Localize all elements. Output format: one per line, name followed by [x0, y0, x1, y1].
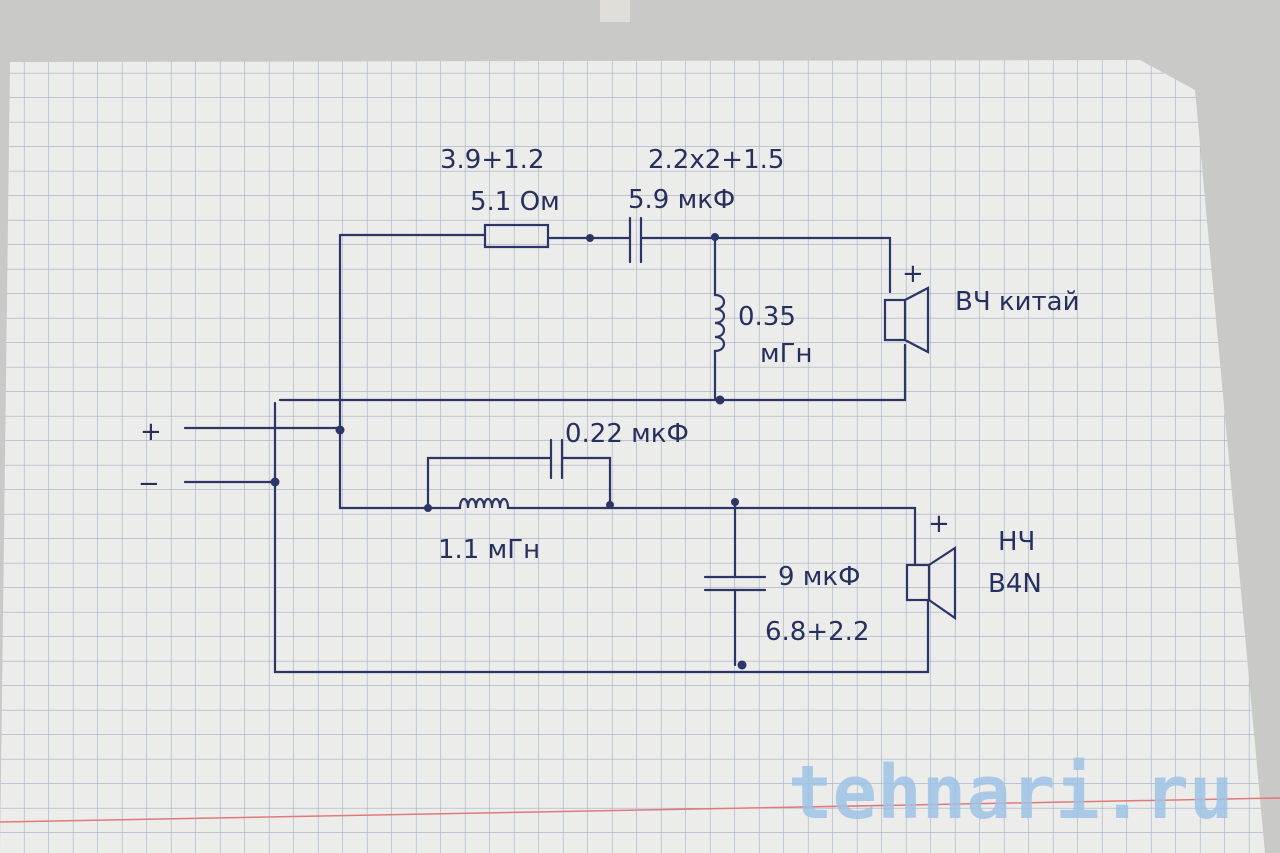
- resistor-formula-label: 3.9+1.2: [440, 145, 544, 175]
- tweeter-polarity-label: +: [902, 259, 924, 289]
- parallel-capacitor-label: 0.22 мкФ: [565, 419, 689, 449]
- woofer-polarity-label: +: [928, 509, 950, 539]
- woofer-branch: [424, 438, 957, 667]
- tweeter-label: ВЧ китай: [955, 287, 1080, 317]
- woofer-inductor-label: 1.1 мГн: [438, 535, 540, 565]
- woofer-speaker-icon: [905, 545, 957, 621]
- resistor-symbol: [483, 223, 550, 249]
- watermark: tehnari.ru: [788, 750, 1234, 836]
- inductor-value-label: 0.35: [738, 302, 796, 332]
- input-minus-label: −: [138, 469, 160, 499]
- resistor-value-label: 5.1 Ом: [470, 187, 560, 217]
- woofer-label-line2: B4N: [988, 569, 1042, 599]
- tweeter-speaker-icon: [883, 286, 930, 354]
- woofer-inductor-symbol: [426, 497, 917, 567]
- inductor-unit-label: мГн: [760, 339, 812, 369]
- shunt-capacitor-symbol: [703, 500, 767, 667]
- capacitor-value-label: 5.9 мкФ: [628, 185, 735, 215]
- parallel-capacitor-symbol: [549, 438, 564, 480]
- woofer-label-line1: НЧ: [998, 527, 1035, 557]
- paper-margin-line: [0, 797, 1280, 823]
- input-plus-label: +: [140, 417, 162, 447]
- shunt-capacitor-label: 9 мкФ: [778, 562, 861, 592]
- tweeter-branch: [278, 216, 930, 405]
- capacitor-formula-label: 2.2x2+1.5: [648, 145, 784, 175]
- inductor-symbol: [713, 235, 726, 402]
- capacitor-symbol: [628, 216, 643, 264]
- shunt-capacitor-formula-label: 6.8+2.2: [765, 617, 869, 647]
